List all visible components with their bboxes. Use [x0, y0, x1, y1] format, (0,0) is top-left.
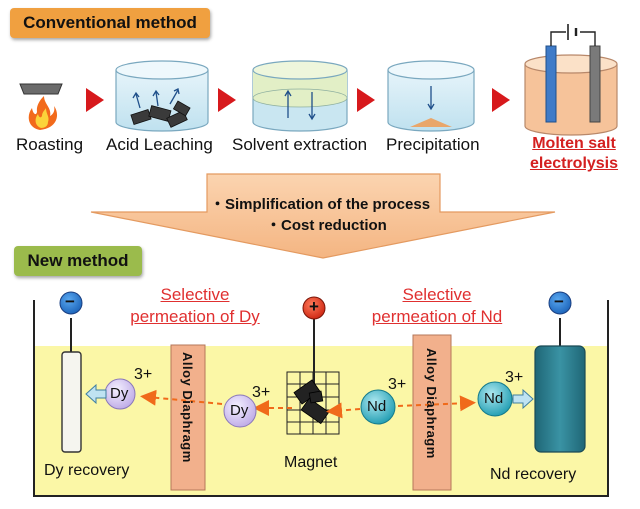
nd-ion-center-label: Nd — [367, 398, 387, 415]
alloy-diaphragm-left — [170, 344, 206, 491]
dy-ion-center — [223, 394, 257, 428]
nd-minus-sign: − — [554, 292, 564, 311]
acid-leaching-tank-icon — [115, 60, 209, 132]
molten-salt-line1: Molten salt — [532, 135, 616, 152]
selective-nd-line1: Selective — [402, 285, 472, 304]
benefit-cost-reduction: ・Cost reduction — [266, 217, 387, 234]
precipitation-tank-icon — [387, 60, 475, 132]
dy-ion-center-label: Dy — [230, 402, 249, 419]
benefit-simplification: ・Simplification of the process — [210, 196, 431, 213]
step-molten-salt-electrolysis: Molten salt electrolysis — [520, 134, 628, 174]
nd-ion-right-charge: 3+ — [505, 369, 524, 386]
conventional-method-badge: Conventional method — [10, 8, 210, 38]
step-acid-leaching: Acid Leaching — [106, 135, 213, 154]
dy-ion-left-label: Dy — [110, 385, 129, 402]
step-arrow-1 — [86, 88, 104, 112]
ion-paths — [140, 389, 476, 419]
magnet-label: Magnet — [284, 454, 338, 471]
alloy-diaphragm-right — [412, 334, 452, 491]
big-down-arrow — [90, 173, 556, 259]
dy-to-cathode-arrow — [140, 389, 223, 406]
step-arrow-4 — [492, 88, 510, 112]
alloy-diaphragm-left-label: Alloy Diaphragm — [180, 352, 195, 463]
magnet-plus-sign: + — [309, 297, 319, 316]
nd-ion-center-charge: 3+ — [388, 376, 407, 393]
selective-dy-line2: permeation of Dy — [130, 307, 260, 326]
selective-permeation-dy: Selective permeation of Dy — [110, 284, 280, 328]
new-method-title: New method — [27, 251, 129, 270]
nd-ion-center — [360, 389, 396, 425]
dy-electrode — [61, 318, 82, 453]
selective-nd-line2: permeation of Nd — [371, 307, 503, 326]
nd-to-cathode-arrow — [397, 395, 476, 412]
magnet-icon — [286, 318, 340, 435]
molten-salt-line2: electrolysis — [529, 155, 619, 172]
dy-ion-center-charge: 3+ — [252, 384, 271, 401]
selective-dy-line1: Selective — [160, 285, 230, 304]
alloy-diaphragm-right-label: Alloy Diaphragm — [424, 348, 439, 459]
solvent-extraction-tank-icon — [252, 60, 348, 132]
nd-ion-right-label: Nd — [484, 390, 504, 407]
step-solvent-extraction: Solvent extraction — [232, 135, 368, 154]
new-method-badge: New method — [14, 246, 142, 276]
nd-deposit-arrow — [512, 388, 534, 410]
nd-electrode — [534, 318, 586, 453]
dy-minus-sign: − — [65, 292, 75, 311]
molten-salt-electrolysis-icon — [524, 24, 618, 136]
nd-recovery-label: Nd recovery — [490, 466, 577, 483]
process-arrows — [86, 88, 510, 112]
nd-minus-terminal — [548, 291, 572, 315]
magnet-plus-terminal — [302, 296, 326, 320]
roasting-icon — [19, 83, 63, 130]
dy-ion-left-charge: 3+ — [134, 366, 153, 383]
step-roasting: Roasting — [16, 135, 84, 154]
step-arrow-2 — [218, 88, 236, 112]
dy-recovery-label: Dy recovery — [44, 462, 130, 479]
dy-deposit-arrow — [85, 383, 107, 405]
nd-ion-right — [477, 381, 513, 417]
nd-path-arrow — [326, 402, 361, 419]
step-precipitation: Precipitation — [386, 135, 480, 154]
conventional-method-title: Conventional method — [23, 13, 197, 32]
dy-minus-terminal — [59, 291, 83, 315]
step-arrow-3 — [357, 88, 375, 112]
selective-permeation-nd: Selective permeation of Nd — [352, 284, 522, 328]
